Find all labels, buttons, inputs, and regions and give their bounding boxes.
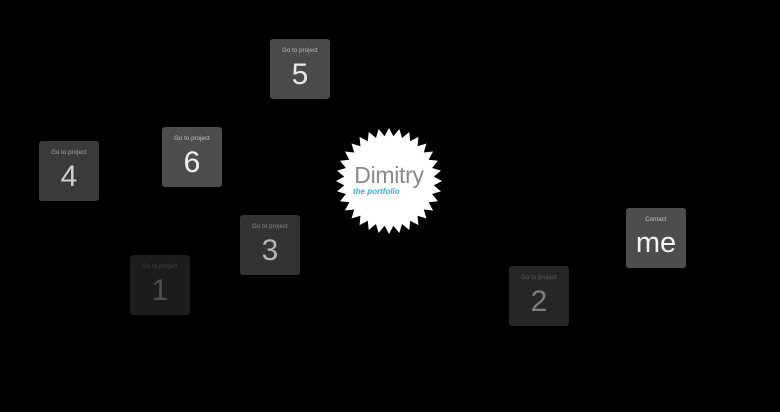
tile-number: 1	[151, 274, 169, 307]
tile-number: 6	[183, 146, 201, 179]
tile-caption: Go to project	[521, 275, 557, 281]
project-5-tile[interactable]: Go to project 5	[270, 39, 330, 99]
contact-me-tile[interactable]: Contact me	[626, 208, 686, 268]
logo-subtitle: the portfolio	[353, 187, 400, 196]
tile-number: 2	[530, 285, 548, 318]
project-4-tile[interactable]: Go to project 4	[39, 141, 99, 201]
tile-caption: Go to project	[51, 150, 87, 156]
project-2-tile[interactable]: Go to project 2	[509, 266, 569, 326]
tile-caption: Go to project	[142, 264, 178, 270]
tile-caption: Contact	[645, 217, 667, 223]
logo-title: Dimitry	[354, 162, 424, 188]
starburst-icon	[336, 128, 442, 234]
tile-caption: Go to project	[252, 224, 288, 230]
tile-number: 3	[261, 234, 279, 267]
tile-caption: Go to project	[282, 48, 318, 54]
tile-number: 5	[291, 58, 309, 91]
project-1-tile[interactable]: Go to project 1	[130, 255, 190, 315]
logo-badge[interactable]: Dimitry the portfolio	[335, 127, 443, 235]
tile-caption: Go to project	[174, 136, 210, 142]
project-3-tile[interactable]: Go to project 3	[240, 215, 300, 275]
tile-number: 4	[60, 160, 78, 193]
tile-label: me	[635, 227, 677, 259]
project-6-tile[interactable]: Go to project 6	[162, 127, 222, 187]
